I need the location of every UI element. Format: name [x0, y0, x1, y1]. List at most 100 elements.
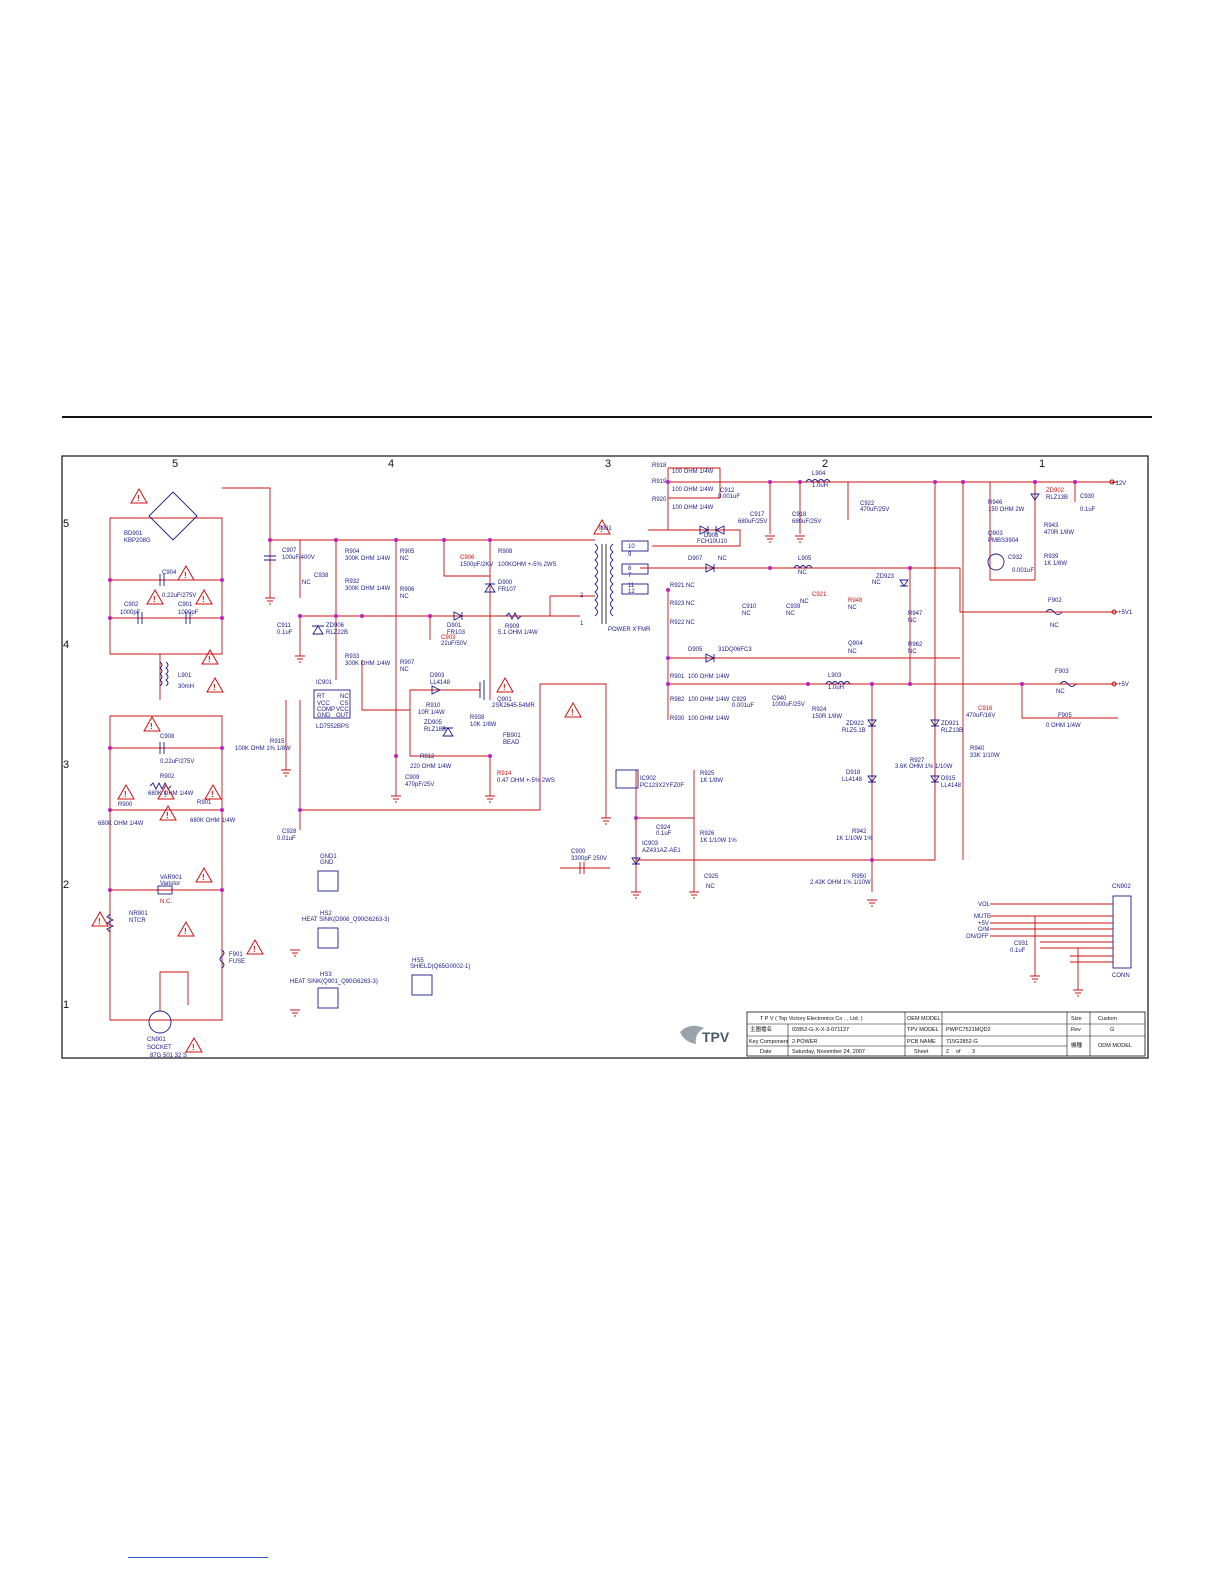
svg-text:!: !: [202, 595, 205, 604]
tb-label: Sheet: [914, 1049, 929, 1055]
ic901-pin: NC: [340, 694, 349, 700]
r932-value: 300K OHM 1/4W: [345, 586, 391, 592]
r900-value: 680K OHM 1/4W: [98, 821, 144, 827]
c909-value: 470pF/25V: [405, 782, 434, 788]
ic903-ref: IC903: [642, 841, 659, 847]
tb-label: PCB NAME: [907, 1039, 936, 1045]
d903-value: LL4148: [430, 680, 451, 686]
r947-ref: R947: [908, 611, 923, 617]
r933-ref: R933: [345, 654, 360, 660]
r950-value: 2.43K OHM 1% 1/10W: [810, 880, 871, 886]
bd901-ref: BD901: [124, 531, 143, 537]
c929-value: 0.001uF: [732, 703, 754, 709]
nr901-ref: NR901: [129, 911, 148, 917]
r948-value: NC: [848, 605, 857, 611]
r930-ref: R930: [670, 716, 685, 722]
c925-value: NC: [706, 884, 715, 890]
r946-ref: R946: [988, 500, 1003, 506]
mechanical-parts: GND1 GND HS2 HEAT SINK(D906_Q90G6263-3) …: [290, 854, 470, 1009]
r906-value: NC: [400, 594, 409, 600]
r907-ref: R907: [400, 660, 415, 666]
tb-label: Size: [1071, 1016, 1082, 1022]
net-5v: +5V: [1118, 682, 1129, 688]
r926-value: 1K 1/10W 1%: [700, 838, 737, 844]
c918-value: 680uF/25V: [792, 519, 821, 525]
row-label: 2: [63, 879, 69, 891]
secondary-12v-section: R918 100 OHM 1/4W R919 100 OHM 1/4W R920…: [635, 463, 1133, 892]
var901-ref: VAR901: [160, 875, 183, 881]
col-label: 5: [172, 458, 178, 470]
r915-value: 100K OHM 1% 1/8W: [235, 746, 291, 752]
gnd1-ref: GND1: [320, 854, 337, 860]
bd901-value: KBP208G: [124, 538, 151, 544]
ic901-pin: RT: [317, 694, 325, 700]
ic901-body: [313, 689, 351, 719]
r905-ref: R905: [400, 549, 415, 555]
c917-value: 680uF/25V: [738, 519, 767, 525]
l903-value: 1.0uH: [828, 685, 844, 691]
drawing-frame: [61, 455, 1149, 1059]
r902-ref: R902: [160, 774, 175, 780]
conn-signal: VOL: [978, 902, 991, 908]
svg-text:!: !: [211, 790, 214, 799]
tb-label: Key Component: [749, 1039, 789, 1045]
r938-ref: R938: [470, 715, 485, 721]
c911-value: 0.1uF: [277, 630, 293, 636]
tb-value: PWPC7521MQD2: [946, 1027, 991, 1033]
q903-value: PMBS3904: [988, 538, 1019, 544]
ic901-pin: VCC: [336, 707, 349, 713]
ic901-pin: COMP: [317, 707, 335, 713]
hs5-ref: HS5: [412, 958, 424, 964]
c929-ref: C929: [732, 697, 747, 703]
conn-signal: O/M: [978, 927, 989, 933]
c938-value: NC: [302, 580, 311, 586]
t901-pin: 8: [628, 566, 632, 572]
c932-value: 0.001uF: [1012, 568, 1034, 574]
c930-ref: C930: [1080, 494, 1095, 500]
d915-value: LL4148: [941, 783, 962, 789]
zd921-value: RLZ13B: [941, 728, 963, 734]
c904-value: 0.22uF/275V: [162, 593, 196, 599]
l901-ref: L901: [178, 673, 192, 679]
tb-value: G: [1110, 1027, 1114, 1033]
tb-value: ODM MODEL: [1098, 1043, 1132, 1049]
r904-value: 300K OHM 1/4W: [345, 556, 391, 562]
ground-symbols: [265, 535, 1083, 1017]
r905-value: NC: [400, 556, 409, 562]
r909-ref: R909: [505, 624, 520, 630]
c912-ref: C912: [720, 488, 735, 494]
q901-ref: Q901: [497, 697, 512, 703]
t901-value: POWER X'FMR: [608, 627, 651, 633]
r901-value: 680K OHM 1/4W: [190, 818, 236, 824]
r946-value: 150 OHM 2W: [988, 507, 1025, 513]
ic901-pin: CS: [340, 701, 348, 707]
r906-ref: R906: [400, 587, 415, 593]
f901-ref: F901: [229, 952, 243, 958]
c940-value: 1000uF/25V: [772, 702, 805, 708]
r939-ref: R939: [1044, 554, 1059, 560]
d918-ref: D918: [846, 770, 861, 776]
tpv-logo-text: TPV: [702, 1029, 730, 1045]
r982-value: 100 OHM 1/4W: [688, 697, 730, 703]
zd922-ref: ZD922: [846, 721, 865, 727]
r901s-ref: R901: [670, 674, 685, 680]
ic902-ref: IC902: [640, 776, 657, 782]
c910-value: NC: [742, 611, 751, 617]
row-label: 5: [63, 518, 69, 530]
tb-label: 主圖檔名: [750, 1025, 772, 1033]
ic901-pin: VCC: [317, 701, 330, 707]
header-rule: [62, 416, 1152, 418]
f902-ref: F902: [1048, 598, 1062, 604]
ic901-value: LD7552BPS: [316, 724, 349, 730]
r932-ref: R932: [345, 579, 360, 585]
c928-value: 0.01uF: [277, 836, 296, 842]
c900-value: 3300pF 250V: [571, 856, 607, 862]
col-label: 4: [388, 458, 394, 470]
f902-value: NC: [1050, 623, 1059, 629]
r900-ref: R900: [118, 802, 133, 808]
c921-ref: C921: [812, 592, 827, 598]
d906-value: FCH10U10: [697, 539, 728, 545]
r927-ref: R927: [910, 758, 925, 764]
c909-ref: C909: [405, 775, 420, 781]
